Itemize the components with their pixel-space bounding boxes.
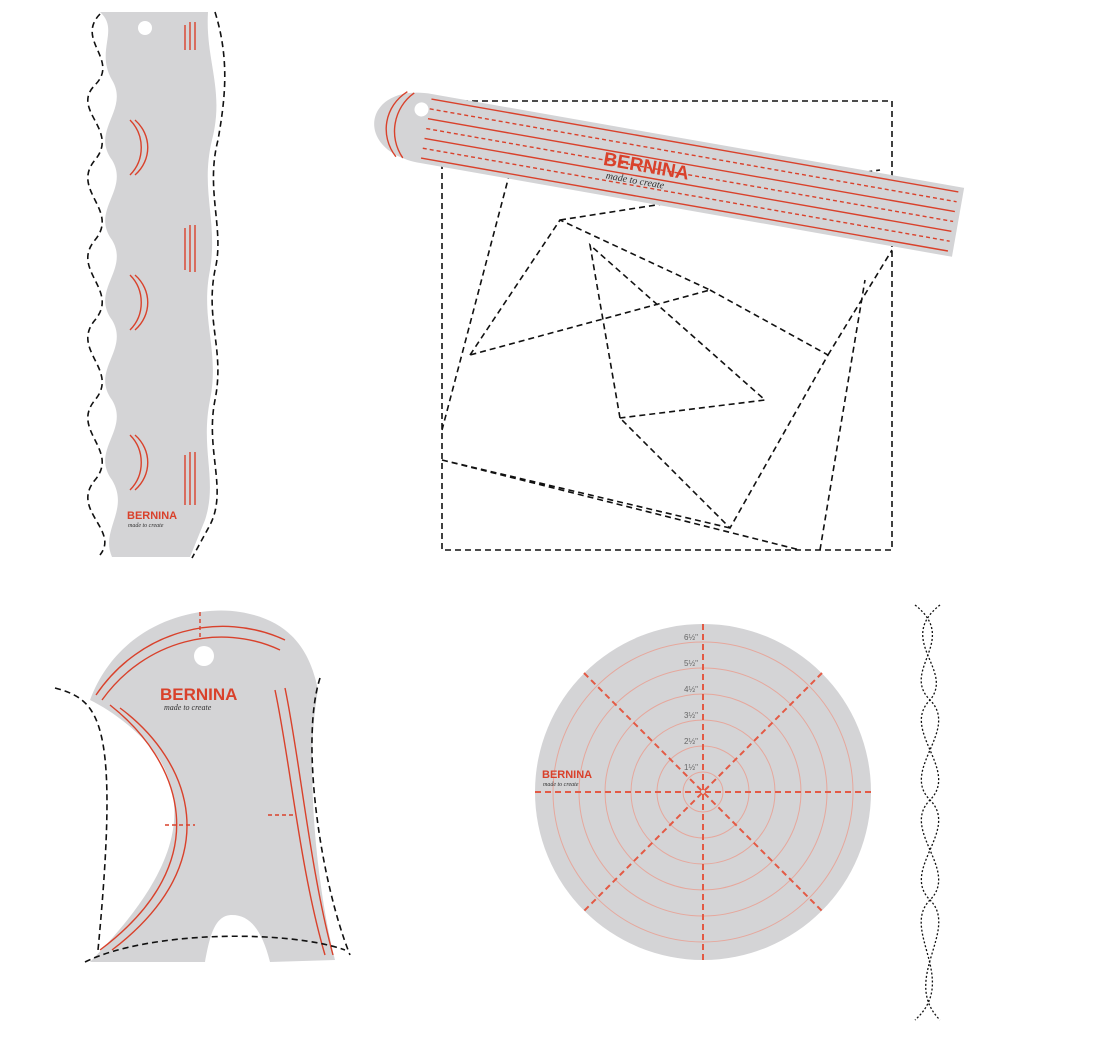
- wavy-ruler-tagline: made to create: [128, 523, 164, 529]
- circle-ruler: 1½" 2½" 3½" 4½" 5½" 6½" BERNINA made to …: [535, 624, 871, 960]
- circle-ruler-tagline: made to create: [543, 782, 579, 788]
- braid-stitch-pattern: [914, 604, 941, 1021]
- wavy-ruler-brand: BERNINA: [127, 510, 177, 522]
- circle-label-6-5: 6½": [684, 633, 698, 642]
- arch-ruler-brand: BERNINA: [160, 685, 237, 704]
- circle-label-1-5: 1½": [684, 763, 698, 772]
- circle-label-3-5: 3½": [684, 711, 698, 720]
- arch-ruler-tagline: made to create: [164, 703, 212, 712]
- circle-label-2-5: 2½": [684, 737, 698, 746]
- arch-ruler: BERNINA made to create: [54, 610, 351, 963]
- wavy-ruler: BERNINA made to create: [87, 11, 226, 559]
- straight-ruler: BERNINA made to create: [374, 91, 965, 257]
- circle-label-5-5: 5½": [684, 659, 698, 668]
- circle-label-4-5: 4½": [684, 685, 698, 694]
- circle-ruler-brand: BERNINA: [542, 769, 592, 781]
